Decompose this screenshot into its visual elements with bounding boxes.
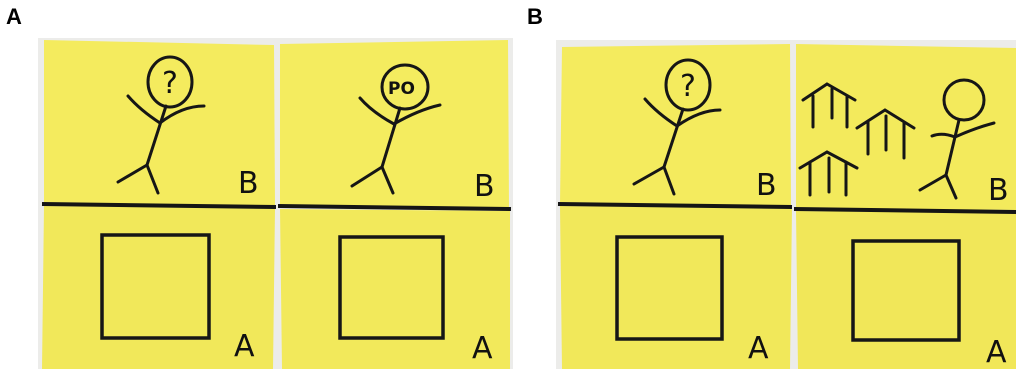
note-lower bbox=[796, 211, 1016, 369]
head-text: ? bbox=[680, 69, 696, 104]
square-drawing bbox=[338, 235, 445, 340]
upper-letter: B bbox=[238, 166, 259, 201]
stick-figure bbox=[632, 58, 722, 196]
house-1 bbox=[801, 82, 857, 129]
lower-letter: A bbox=[472, 331, 493, 366]
upper-letter: B bbox=[988, 173, 1009, 208]
lower-letter: A bbox=[234, 329, 255, 364]
lower-letter: A bbox=[748, 331, 769, 366]
divider-line bbox=[277, 204, 512, 211]
stick-figure bbox=[918, 78, 996, 200]
square-drawing bbox=[100, 233, 211, 340]
upper-letter: B bbox=[756, 168, 777, 203]
note-lower bbox=[280, 209, 510, 369]
sticky-note-3: ? B A bbox=[557, 44, 793, 369]
square-drawing bbox=[851, 239, 961, 342]
head-text: ? bbox=[162, 66, 178, 101]
panel-label-a: A bbox=[6, 4, 22, 29]
divider-line bbox=[793, 207, 1016, 214]
panel-label-b: B bbox=[527, 4, 543, 29]
stick-figure bbox=[116, 55, 206, 195]
sticky-note-4: B A bbox=[793, 44, 1016, 369]
divider-line bbox=[557, 202, 793, 209]
divider-line bbox=[41, 202, 277, 209]
sticky-note-2: PO B A bbox=[277, 40, 512, 369]
house-drawings bbox=[798, 82, 916, 197]
square-drawing bbox=[615, 235, 724, 341]
sticky-note-1: ? B A bbox=[41, 40, 277, 369]
house-2 bbox=[855, 108, 916, 160]
stick-figure bbox=[350, 63, 442, 195]
lower-letter: A bbox=[986, 335, 1007, 369]
head-text: PO bbox=[388, 79, 415, 99]
note-upper bbox=[796, 44, 1016, 210]
upper-letter: B bbox=[474, 169, 495, 204]
house-3 bbox=[798, 150, 859, 197]
